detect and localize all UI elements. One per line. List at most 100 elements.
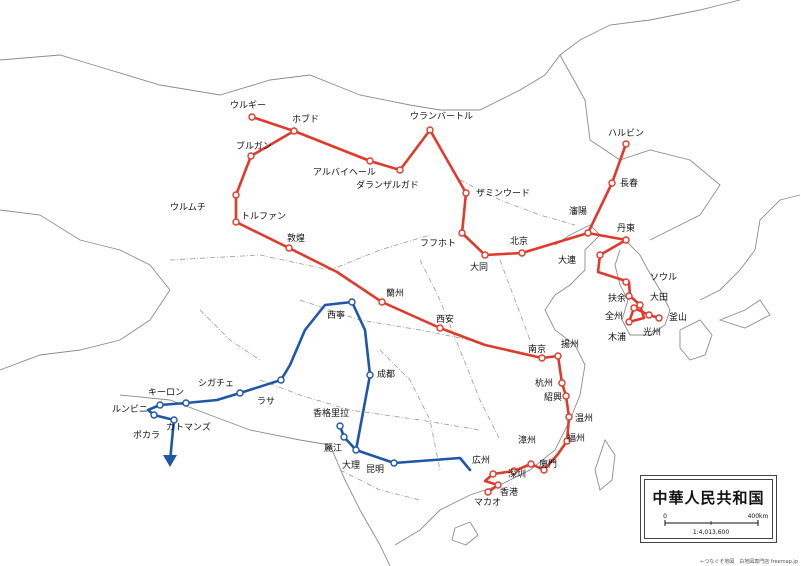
city-label-shenyang: 瀋陽 (569, 205, 587, 217)
stop-marker-zhangzhou (527, 460, 535, 468)
scale-zero: 0 (663, 513, 667, 520)
map-title-box: 中華人民共和国 0 400km 1:4,013,600 (640, 475, 777, 543)
stop-marker-shenyang (584, 229, 592, 237)
city-label-busan: 釜山 (669, 311, 687, 323)
japan-shikoku (718, 299, 771, 329)
city-label-hohhot: フフホト (420, 238, 456, 249)
stop-marker-shaoxing (562, 392, 570, 400)
stop-marker-shenzhen (510, 467, 518, 475)
city-label-fuzhou: 福州 (567, 432, 585, 444)
city-label-ulaanbaatar: ウランバートル (410, 111, 473, 122)
stop-marker-harbin (622, 140, 630, 148)
city-label-dalanzadgad: ダランザルガド (356, 179, 419, 191)
stop-marker-beijing (518, 249, 526, 257)
city-label-lhasa: ラサ (257, 396, 275, 407)
city-label-xian: 西安 (436, 313, 454, 325)
stop-marker-lijiang (340, 433, 348, 441)
city-label-bulgan: ブルガン (236, 140, 272, 152)
city-label-nanjing: 南京 (528, 343, 546, 355)
stop-marker-kathmandu (170, 416, 178, 424)
city-label-datong: 大同 (470, 261, 488, 273)
stop-marker-daejeon (636, 301, 644, 309)
stop-marker-zamiinuud (462, 189, 470, 197)
stop-marker-buyeo (625, 292, 633, 300)
city-labels: ウルギーホブドブルガンアルバイヘールダランザルガドウランバートルザミンウードハル… (112, 100, 687, 508)
city-label-hongkong: 香港 (500, 486, 518, 498)
stop-marker-urugi (248, 113, 256, 121)
stop-marker-xining (348, 298, 356, 306)
city-label-xiamen: 廈門 (539, 458, 557, 470)
stop-marker-urumqi (232, 191, 240, 199)
scale-max: 400km (748, 513, 769, 520)
stop-marker-xian (436, 324, 444, 332)
route-tibet (146, 300, 472, 472)
se-asia-border (329, 444, 391, 566)
city-label-gwangju: 光州 (643, 326, 661, 338)
stop-marker-lumbini (156, 401, 164, 409)
stop-marker-fuzhou (563, 437, 571, 445)
stop-marker-ulaanbaatar (426, 126, 434, 134)
stop-marker-lanzhou (378, 298, 386, 306)
stop-marker-dandong (622, 236, 630, 244)
stop-marker-bulgan (247, 152, 255, 160)
city-label-seoul: ソウル (650, 272, 677, 283)
route-gobi (292, 128, 628, 257)
city-label-chengdu: 成都 (377, 368, 395, 380)
stop-marker-dalanzadgad (396, 166, 404, 174)
city-label-hangzhou: 杭州 (535, 377, 553, 389)
credit-text: ←つなぐそ地図 白地図専門店 freemap.jp (700, 559, 798, 565)
city-label-changchun: 長春 (620, 177, 638, 189)
stop-marker-dali (352, 446, 360, 454)
city-label-wenzhou: 温州 (575, 413, 593, 424)
route-korea (586, 231, 661, 324)
city-label-shaoxing: 紹興 (544, 391, 562, 403)
scale-ratio: 1:4,013,600 (693, 529, 730, 536)
stop-marker-nanjing (538, 354, 546, 362)
stop-marker-hongkong (494, 481, 502, 489)
city-label-zhangzhou: 漳州 (518, 434, 536, 446)
stop-marker-lhasa (277, 376, 285, 384)
city-label-shangrila: 香格里拉 (313, 407, 349, 419)
routes (234, 115, 661, 494)
city-label-buyeo: 扶余 (608, 292, 626, 304)
stop-marker-chengdu (366, 371, 374, 379)
city-label-zamiinuud: ザミンウード (476, 188, 530, 199)
stop-marker-pokhara (150, 411, 158, 419)
stop-marker-hangzhou (558, 379, 566, 387)
himalaya-border (119, 394, 331, 446)
city-label-urumqi: ウルムチ (170, 202, 206, 213)
stop-marker-kunming (390, 459, 398, 467)
stop-marker-wenzhou (565, 413, 573, 421)
stop-marker-macau (484, 488, 492, 496)
city-label-hovd: ホブド (292, 113, 319, 125)
taiwan-island (594, 438, 616, 491)
city-label-lanzhou: 蘭州 (386, 287, 404, 299)
stop-marker-dalian (596, 251, 604, 259)
city-label-yangzhou: 揚州 (561, 338, 579, 350)
city-label-urugi: ウルギー (230, 100, 266, 111)
city-label-lumbini: ルンビニ (112, 404, 148, 415)
scale-bar: 0 400km 1:4,013,600 (663, 513, 769, 536)
routes-blue (146, 300, 472, 472)
stop-marker-hohhot (458, 229, 466, 237)
city-label-shenzhen: 深圳 (508, 469, 526, 480)
stop-marker-turpan (232, 218, 240, 226)
korea-coast (614, 239, 671, 336)
city-label-guangzhou: 広州 (472, 454, 490, 466)
russia-border (0, 0, 741, 111)
city-label-mokpo: 木浦 (608, 331, 626, 343)
stop-marker-hovd (290, 127, 298, 135)
city-label-pokhara: ポカラ (133, 430, 160, 441)
stop-marker-altai (366, 157, 374, 165)
stop-marker-guangzhou (489, 470, 497, 478)
city-label-daejeon: 大田 (650, 291, 668, 303)
stop-marker-dunhuang (285, 244, 293, 252)
city-label-beijing: 北京 (510, 235, 528, 247)
city-label-jeonju: 全州 (605, 310, 623, 322)
hainan-island (451, 521, 479, 546)
stop-marker-shigatse (236, 389, 244, 397)
stop-marker-xiamen (540, 466, 548, 474)
